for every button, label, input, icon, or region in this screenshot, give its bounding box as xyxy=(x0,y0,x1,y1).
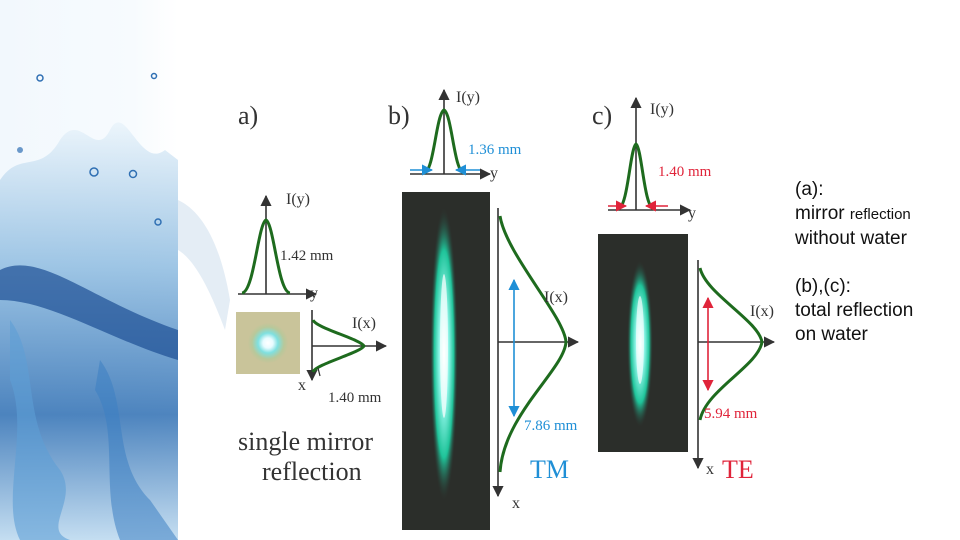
caption-bc-label: (b),(c): xyxy=(795,276,851,297)
panel-c-ix-width: 5.94 mm xyxy=(704,406,758,422)
water-splash-image xyxy=(0,0,240,540)
panel-a-ix-width: 1.40 mm xyxy=(328,390,382,406)
panel-b-ix-label: I(x) xyxy=(544,289,568,306)
panel-c-mode-label: TE xyxy=(722,455,754,484)
panel-a-ix-width-marker xyxy=(317,367,321,377)
panel-a-x-axis-label: x xyxy=(298,377,306,394)
panel-b-mode-label: TM xyxy=(530,455,569,484)
caption-a-text-1: mirror xyxy=(795,203,845,224)
panel-c-ix-curve xyxy=(698,267,764,421)
panel-b-ix-width: 7.86 mm xyxy=(524,418,578,434)
caption-spacer xyxy=(795,251,955,275)
panel-c-label: c) xyxy=(592,101,612,130)
caption-a-text-1-small: reflection xyxy=(849,206,911,223)
caption-bc-line2: on water xyxy=(795,324,868,345)
caption-bc-line1: total reflection xyxy=(795,300,914,321)
panel-b-beam-core xyxy=(440,274,448,418)
figure-caption: (a): mirror reflection without water (b)… xyxy=(795,178,955,347)
panel-b-iy-label: I(y) xyxy=(456,89,480,106)
panel-b-x-axis-label: x xyxy=(512,495,520,512)
panel-a-y-axis-label: y xyxy=(310,285,318,302)
panel-a-caption-line1: single mirror xyxy=(238,427,373,456)
panel-b-label: b) xyxy=(388,101,410,130)
panel-a-label: a) xyxy=(238,101,258,130)
panel-b-iy-width: 1.36 mm xyxy=(468,142,522,158)
panel-a-iy-curve xyxy=(241,218,291,295)
caption-a-line2: without water xyxy=(795,228,907,249)
panel-b-iy-curve xyxy=(423,108,465,175)
panel-a-ix-curve xyxy=(311,319,366,373)
panel-b-y-axis-label: y xyxy=(490,165,498,182)
panel-a-ix-label: I(x) xyxy=(352,315,376,332)
panel-a-iy-label: I(y) xyxy=(286,191,310,208)
panel-c-x-axis-label: x xyxy=(706,461,714,478)
beam-profile-figure: a) I(y) 1.42 mm y I(x) x 1.40 mm single … xyxy=(234,84,788,530)
panel-c-beam-core xyxy=(636,296,644,384)
panel-a-iy-width: 1.42 mm xyxy=(280,248,334,264)
panel-a-caption-line2: reflection xyxy=(262,457,362,486)
panel-c-iy-width: 1.40 mm xyxy=(658,164,712,180)
panel-a-beam-spot xyxy=(248,323,288,363)
caption-a-label: (a): xyxy=(795,179,824,200)
panel-c-y-axis-label: y xyxy=(688,205,696,222)
caption-a-line1: mirror reflection xyxy=(795,202,955,227)
panel-b-ix-curve xyxy=(498,215,568,473)
panel-c-iy-label: I(y) xyxy=(650,101,674,118)
panel-c-iy-curve xyxy=(617,142,655,211)
panel-c-ix-label: I(x) xyxy=(750,303,774,320)
